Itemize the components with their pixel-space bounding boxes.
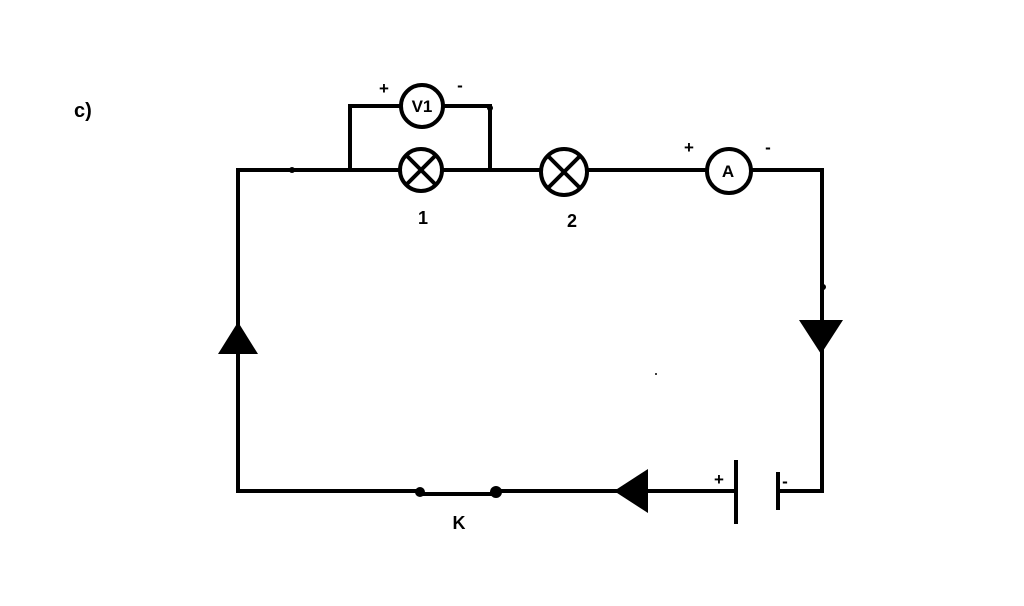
stray-dot [655,373,657,375]
switch-terminal-left [415,487,425,497]
switch-label: K [453,513,466,533]
battery-minus: - [782,472,788,491]
ammeter-circle [705,147,753,195]
ammeter: A + - [684,138,771,195]
lamp-2-number: 2 [567,211,577,231]
lamp-1-number: 1 [418,208,428,228]
switch-k: K [415,486,502,533]
current-arrow-down [799,320,843,354]
part-label: c) [74,100,92,122]
voltmeter: V1 + - [379,76,463,129]
voltmeter-circle [399,83,445,129]
ammeter-label: A [722,162,734,181]
voltmeter-plus: + [379,79,389,98]
switch-terminal-right [490,486,502,498]
current-arrow-up [218,322,258,354]
voltmeter-minus: - [457,76,463,95]
lamp-2: 2 [539,147,589,231]
battery-plus: + [714,470,724,489]
battery: + - [714,460,788,524]
lamp-1: 1 [398,147,444,228]
voltmeter-label: V1 [412,97,433,116]
current-arrow-left [614,469,648,513]
ammeter-minus: - [765,138,771,157]
ammeter-plus: + [684,138,694,157]
